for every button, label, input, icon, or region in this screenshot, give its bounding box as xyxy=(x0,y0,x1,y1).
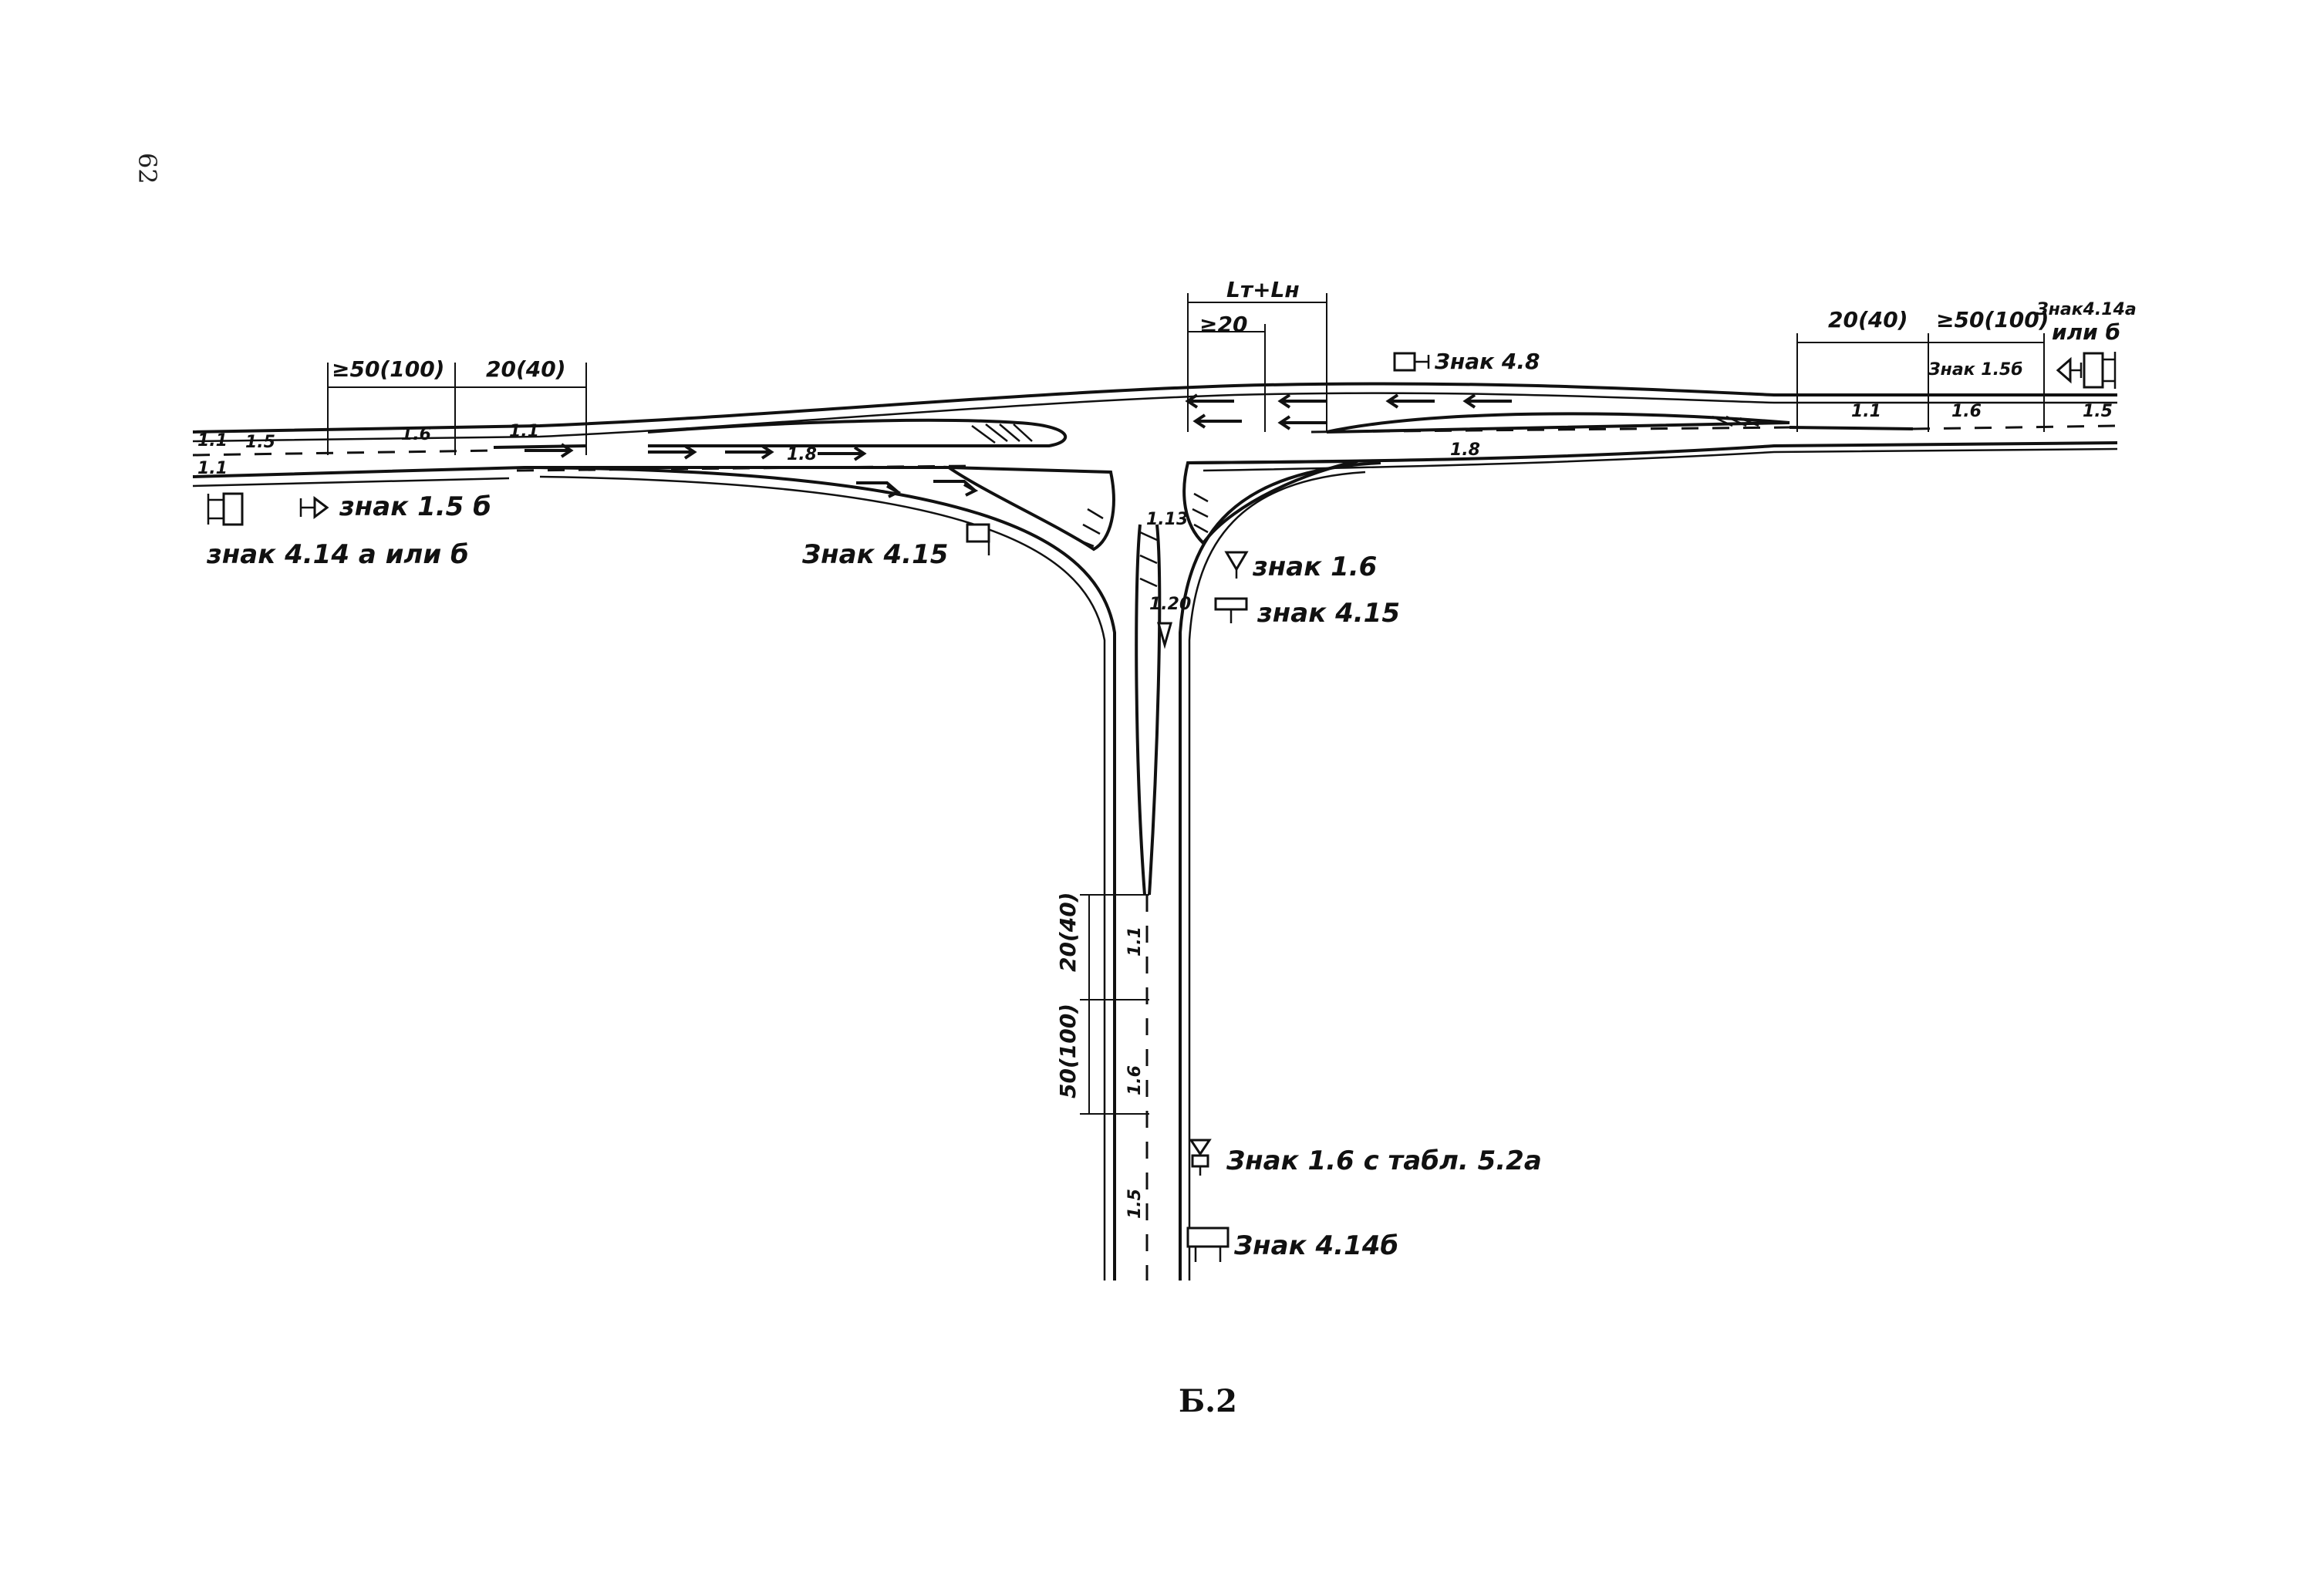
marking-1-8-right: 1.8 xyxy=(1450,440,1480,460)
sign-1-6-tabl-label: Знак 1.6 с табл. 5.2а xyxy=(1226,1146,1542,1176)
sign-1-6-tabl-icon xyxy=(1189,1139,1212,1176)
sign-4-15-right-icon xyxy=(1214,597,1248,623)
sign-1-20-icon xyxy=(1157,622,1172,650)
marking-1-20: 1.20 xyxy=(1149,595,1191,614)
direction-arrows xyxy=(525,393,1512,498)
marking-1-13: 1.13 xyxy=(1146,510,1188,529)
dim-south-20: 20(40) xyxy=(1055,892,1081,972)
marking-1-1-left-low: 1.1 xyxy=(197,459,228,478)
marking-1-5-south: 1.5 xyxy=(1125,1189,1145,1219)
sign-1-5b-right-label: Знак 1.5б xyxy=(1928,360,2023,380)
marking-1-5-left: 1.5 xyxy=(245,433,275,452)
sign-4-14b-label: Знак 4.14б xyxy=(1233,1230,1398,1261)
dim-south-50: 50(100) xyxy=(1055,1004,1081,1098)
sign-4-14-right-label-2: или б xyxy=(2052,319,2120,345)
island-hatch-right xyxy=(1712,415,1759,427)
dimension-lines xyxy=(327,293,2045,1115)
sign-1-6-icon xyxy=(1224,551,1249,579)
sign-4-14-left-label: знак 4.14 а или б xyxy=(206,539,469,570)
page-number: 62 xyxy=(133,153,162,184)
sign-4-14-right-icon xyxy=(2083,352,2117,389)
marking-1-1-left-seg: 1.1 xyxy=(509,422,539,441)
dim-left-50: ≥50(100) xyxy=(332,356,444,382)
dim-right-50: ≥50(100) xyxy=(1936,307,2049,332)
marking-1-6-left: 1.6 xyxy=(401,425,431,444)
marking-1-6-south: 1.6 xyxy=(1125,1065,1145,1095)
marking-1-1-south: 1.1 xyxy=(1125,926,1145,957)
marking-1-1-right: 1.1 xyxy=(1851,402,1881,421)
dim-left-20: 20(40) xyxy=(486,356,566,382)
sign-1-5b-right-icon xyxy=(2056,356,2083,384)
marking-1-8-left: 1.8 xyxy=(787,445,817,464)
sign-1-6-label: знак 1.6 xyxy=(1252,552,1377,582)
sign-4-8-icon xyxy=(1393,352,1430,372)
dim-mid-20: ≥20 xyxy=(1199,312,1247,337)
sign-4-15-left-label: Знак 4.15 xyxy=(801,539,948,570)
dim-right-20: 20(40) xyxy=(1828,307,1908,332)
marking-1-5-right: 1.5 xyxy=(2083,402,2113,421)
sign-1-5b-left-icon xyxy=(299,496,329,519)
dim-mid-lt-ln: Lт+Lн xyxy=(1226,277,1300,302)
marking-1-1-left-edge: 1.1 xyxy=(197,431,228,450)
island-hatch-left xyxy=(971,423,1033,444)
sign-4-15-left-icon xyxy=(966,523,990,555)
sign-4-14-left-icon xyxy=(207,492,244,526)
figure-caption: Б.2 xyxy=(1179,1383,1237,1419)
sign-4-15-right-label: знак 4.15 xyxy=(1257,598,1400,629)
sign-4-14b-icon xyxy=(1186,1227,1230,1262)
sign-4-8-label: Знак 4.8 xyxy=(1434,349,1540,374)
sign-1-5b-left-label: знак 1.5 б xyxy=(339,491,491,522)
sign-4-14-right-label-1: Знак4.14а xyxy=(2036,300,2137,319)
marking-1-6-right: 1.6 xyxy=(1951,402,1982,421)
main-road xyxy=(192,382,2118,488)
